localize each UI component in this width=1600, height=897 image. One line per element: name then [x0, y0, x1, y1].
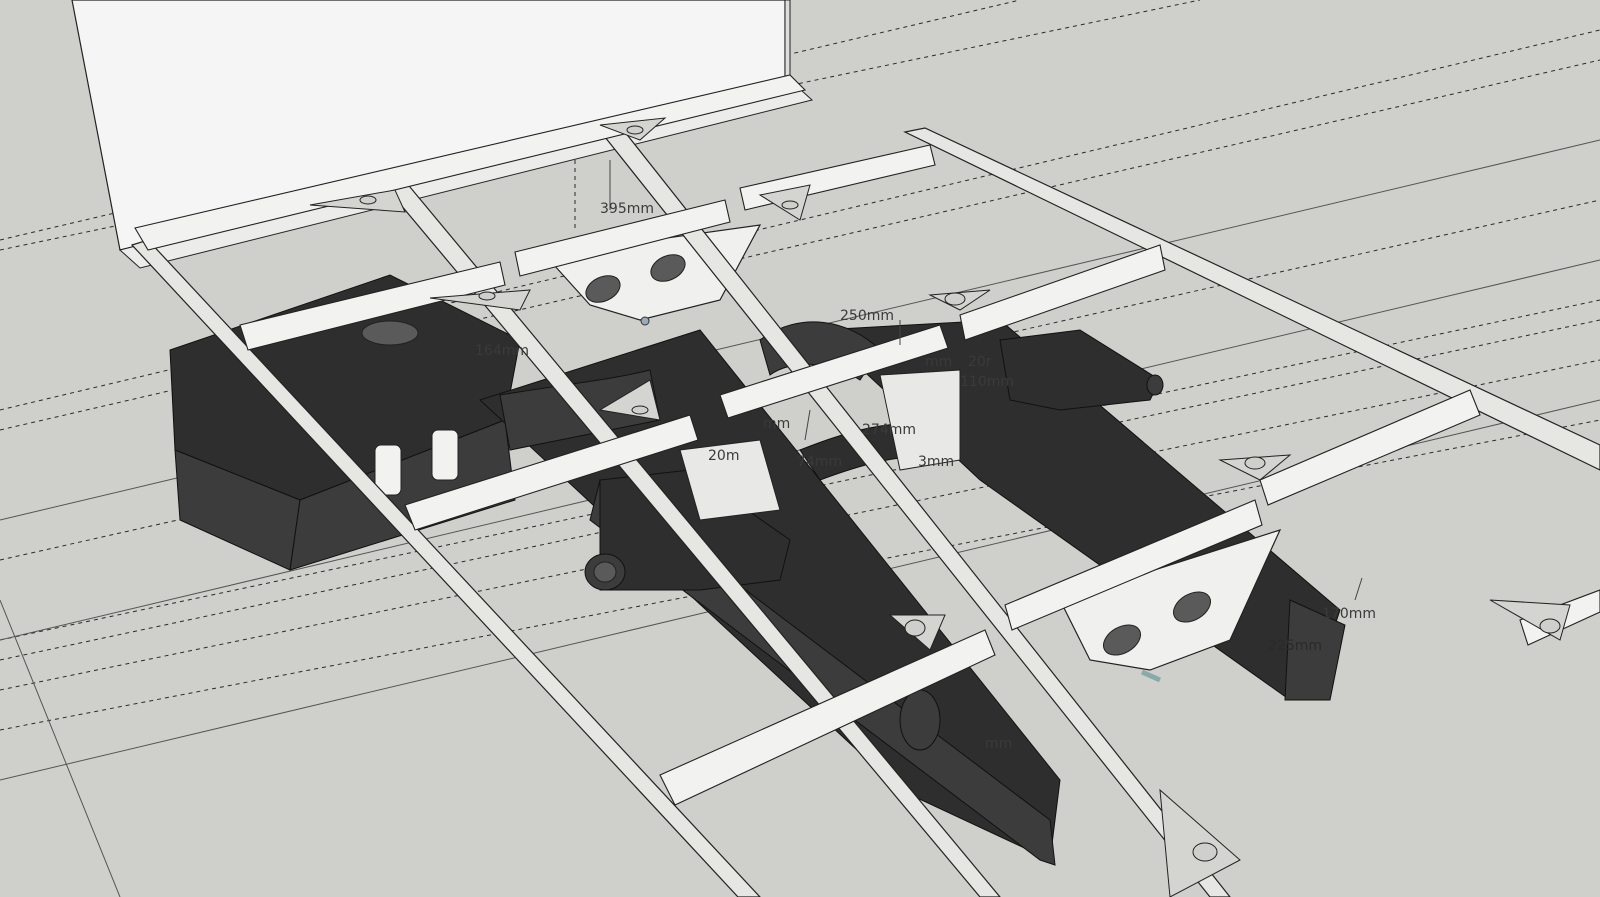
- cross-members[interactable]: [134, 74, 1600, 806]
- dimension-label[interactable]: 170mm: [1322, 606, 1376, 622]
- dimension-label[interactable]: mm: [985, 736, 1012, 752]
- dimension-label[interactable]: 395mm: [600, 201, 654, 217]
- filler-cap-1: [374, 444, 402, 496]
- wall-edge: [784, 0, 791, 83]
- dimension-label[interactable]: 164mm: [475, 343, 529, 359]
- dimension-labels: 395mm 250mm 110mm 274mm 170mm 225mm 164m…: [475, 201, 1376, 752]
- dimension-label[interactable]: 74mm: [797, 454, 842, 470]
- frame-rails[interactable]: [130, 121, 1600, 897]
- dimension-label[interactable]: 47: [622, 374, 640, 390]
- dimension-label[interactable]: 110mm: [960, 374, 1014, 390]
- dimension-label[interactable]: mm: [925, 354, 952, 370]
- dimension-label[interactable]: mm: [763, 416, 790, 432]
- fuel-tank[interactable]: [169, 274, 521, 571]
- spring-hanger-rear[interactable]: [1059, 529, 1282, 683]
- dimension-label[interactable]: 225mm: [1268, 638, 1322, 654]
- dimension-label[interactable]: 274mm: [862, 422, 916, 438]
- dimension-label[interactable]: 20r: [968, 354, 992, 370]
- dimension-label[interactable]: 3mm: [918, 454, 954, 470]
- dimension-label[interactable]: 250mm: [840, 308, 894, 324]
- gusset-plates: [309, 117, 1571, 897]
- dimension-guides: [574, 160, 1363, 601]
- dimension-label[interactable]: 20m: [708, 448, 739, 464]
- filler-cap-2: [431, 429, 459, 481]
- right-rail: [903, 127, 1600, 471]
